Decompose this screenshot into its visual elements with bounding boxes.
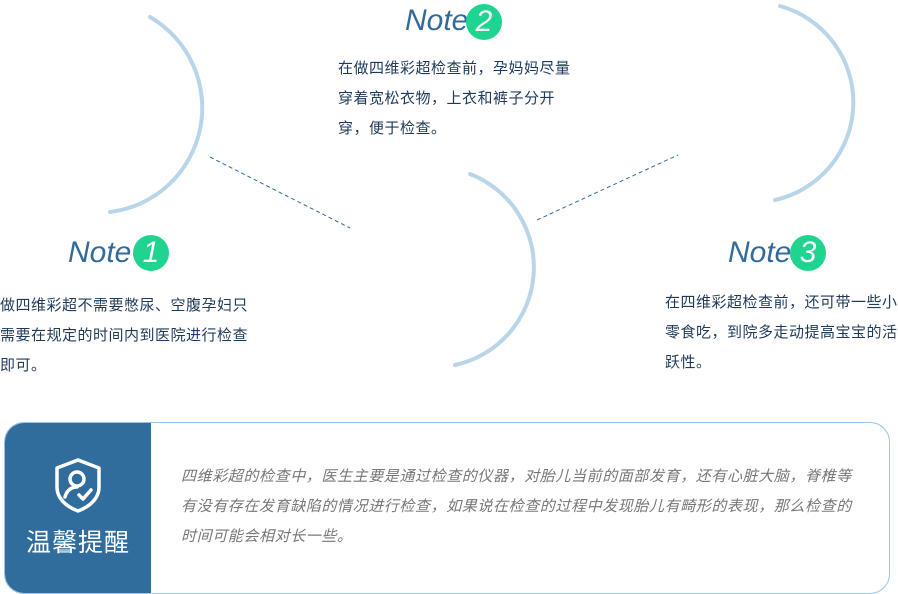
connector-2 [536,154,679,221]
connector-1 [209,156,351,229]
note-1-label: Note [68,236,132,269]
note-3-label: Note [728,236,792,269]
warm-reminder-card: 温馨提醒 四维彩超的检查中，医生主要是通过检查的仪器，对胎儿当前的面部发育，还有… [4,422,890,594]
shield-user-check-icon [55,458,101,513]
note-2-badge: 2 [466,4,502,40]
reminder-header: 温馨提醒 [5,423,151,593]
note-3-badge: 3 [790,235,826,271]
note-2-label: Note [405,4,469,37]
arc-3 [773,4,856,202]
reminder-text: 四维彩超的检查中，医生主要是通过检查的仪器，对胎儿当前的面部发育，还有心脏大脑，… [181,467,852,545]
reminder-title: 温馨提醒 [25,528,130,557]
arc-1 [108,15,205,214]
note-2-text: 在做四维彩超检查前，孕妈妈尽量穿着宽松衣物，上衣和裤子分开穿，便于检查。 [338,59,571,137]
note-1-text: 做四维彩超不需要憋尿、空腹孕妇只需要在规定的时间内到医院进行检查即可。 [0,296,249,374]
note-3-text: 在四维彩超检查前，还可带一些小零食吃，到院多走动提高宝宝的活跃性。 [665,293,898,371]
arc-2 [453,172,536,367]
note-1-badge: 1 [133,235,169,271]
